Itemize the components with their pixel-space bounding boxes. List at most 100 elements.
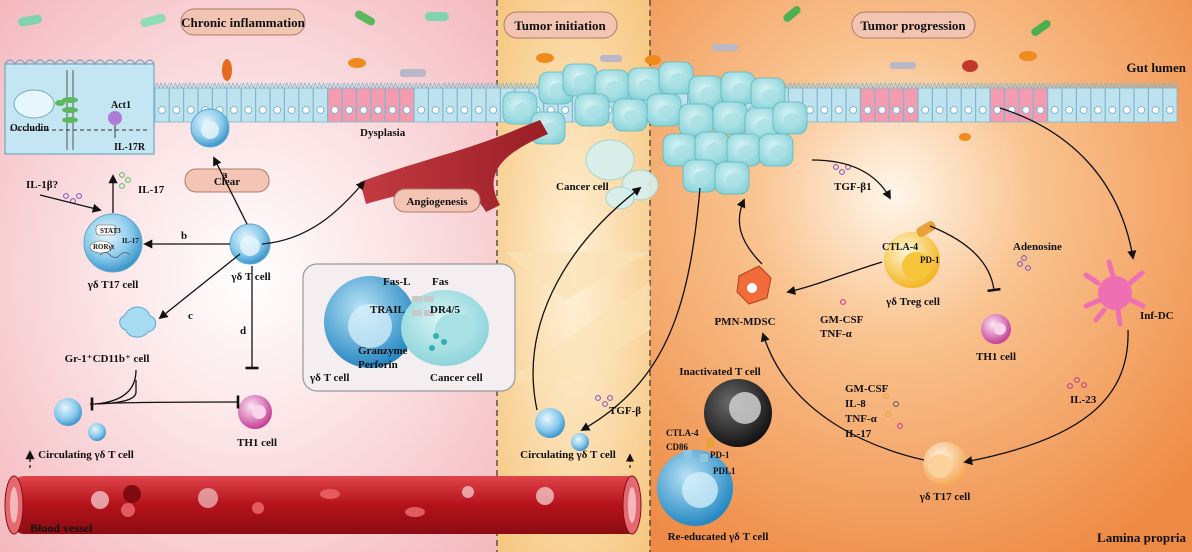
epithelial-cell xyxy=(903,81,919,123)
chronic-inflammation-title: Chronic inflammation xyxy=(181,15,305,30)
epithelial-cell xyxy=(1004,81,1019,123)
epithelial-cell xyxy=(298,81,314,123)
adenosine-label: Adenosine xyxy=(1013,241,1062,253)
epithelial-cell xyxy=(1119,81,1135,123)
tumor-cell xyxy=(574,93,610,127)
gdt-left-label: γδ T cell xyxy=(230,271,270,283)
epithelial-cell xyxy=(1061,81,1077,123)
angiogenesis-label: Angiogenesis xyxy=(406,196,468,208)
tgfb-mid-label: TGF-β xyxy=(609,405,641,417)
cytokine-3: TNF-α xyxy=(845,413,878,425)
il17r-label: IL-17R xyxy=(114,142,146,153)
fas-l-label: Fas-L xyxy=(383,276,411,288)
tumor-cell xyxy=(694,131,730,165)
th1-right-label: TH1 cell xyxy=(976,351,1016,363)
left-arrows xyxy=(25,156,366,468)
epithelial-cell xyxy=(1090,81,1106,123)
inactivated-label: Inactivated T cell xyxy=(679,366,760,378)
epithelial-cell xyxy=(284,81,300,123)
tumor-cell xyxy=(688,75,724,109)
tumor-cell xyxy=(714,161,750,195)
epithelial-cell xyxy=(845,81,861,123)
granzyme-label: Granzyme xyxy=(358,345,408,357)
pd1-label: PD-1 xyxy=(920,255,940,265)
letter-b: b xyxy=(181,230,187,242)
epithelial-cell xyxy=(226,81,242,123)
epithelial-cell xyxy=(471,81,487,123)
gdt17-right-label: γδ T17 cell xyxy=(919,491,971,503)
rorgt-label: RORγt xyxy=(93,243,115,251)
epithelial-cell xyxy=(312,81,328,123)
epithelial-cell xyxy=(1148,81,1163,123)
epithelial-cell xyxy=(889,81,904,123)
killing-gdt-label: γδ T cell xyxy=(309,372,349,384)
epithelial-cell xyxy=(168,81,184,123)
epithelial-cell xyxy=(874,81,890,123)
mdsc-label: PMN-MDSC xyxy=(714,316,775,328)
epithelial-cell xyxy=(384,81,400,123)
cd86-label: CD86 xyxy=(666,442,688,452)
epithelial-cell xyxy=(485,81,501,123)
epithelial-cell xyxy=(255,81,271,123)
epithelial-cell xyxy=(456,81,472,123)
tumor-cell xyxy=(682,159,718,193)
blood-vessel-label: Blood vessel xyxy=(30,521,93,535)
epithelial-cell xyxy=(946,81,962,123)
epithelial-cell xyxy=(1018,81,1034,123)
tumor-cell xyxy=(678,103,714,137)
epithelial-cell xyxy=(154,81,170,123)
epithelial-cell xyxy=(269,81,285,123)
epithelial-cell xyxy=(1033,81,1048,123)
epithelial-cell xyxy=(356,81,372,123)
tumor-cell xyxy=(662,133,698,167)
cancer-mid-label: Cancer cell xyxy=(556,181,609,193)
il1b-label: IL-1β? xyxy=(26,179,58,191)
epithelial-cell xyxy=(370,81,386,123)
treg-label: γδ Treg cell xyxy=(885,296,940,308)
epithelial-cell xyxy=(975,81,991,123)
lamina-propria-label: Lamina propria xyxy=(1097,530,1186,545)
left-panel-cells xyxy=(54,108,481,441)
tumor-cell xyxy=(502,91,538,125)
letter-a: a xyxy=(222,169,228,181)
epithelial-cell xyxy=(817,81,832,123)
epithelial-cell xyxy=(442,81,458,123)
infdc-label: Inf-DC xyxy=(1140,310,1174,322)
labels: Chronic inflammation Tumor initiation Tu… xyxy=(26,8,1187,545)
tumor-cell-mass xyxy=(502,61,808,195)
circ-left-label: Circulating γδ T cell xyxy=(38,449,134,461)
epithelial-cell xyxy=(1076,81,1091,123)
letter-c: c xyxy=(188,310,193,322)
epithelial-cell xyxy=(1162,81,1178,123)
occludin-label: Occludin xyxy=(10,123,49,134)
killing-mechanism-box: Fas-L Fas TRAIL DR4/5 Granzyme Perforin … xyxy=(302,252,650,392)
cytokine-4: IL-17 xyxy=(845,428,872,440)
cytokine-1: GM-CSF xyxy=(845,383,889,395)
epithelial-cell xyxy=(1105,81,1120,123)
perforin-label: Perforin xyxy=(358,359,398,371)
letter-d: d xyxy=(240,325,246,337)
tumor-cell xyxy=(750,77,786,111)
middle-panel xyxy=(532,139,701,468)
epithelial-cell xyxy=(831,81,847,123)
clear-label: Clear xyxy=(214,176,240,188)
right-panel xyxy=(657,107,1146,526)
tumor-cell xyxy=(712,101,748,135)
reeducated-label: Re-educated γδ T cell xyxy=(668,531,769,543)
gdt17-left-label: γδ T17 cell xyxy=(87,279,139,291)
stat3-label: STAT3 xyxy=(100,227,121,235)
epithelial-cell xyxy=(413,81,429,123)
tumor-cell xyxy=(758,133,794,167)
act1-label: Act1 xyxy=(111,100,131,111)
epithelial-cell xyxy=(1047,81,1063,123)
gut-lumen-label: Gut lumen xyxy=(1126,60,1186,75)
tumor-cell xyxy=(658,61,694,95)
epithelial-cell xyxy=(341,81,357,123)
gr1-label: Gr-1⁺CD11b⁺ cell xyxy=(65,353,150,365)
il17-small-label: IL-17 xyxy=(122,237,139,245)
epithelial-cell xyxy=(917,81,933,123)
killing-cancer-label: Cancer cell xyxy=(430,372,483,384)
tumor-progression-title: Tumor progression xyxy=(860,18,966,33)
epithelial-cell xyxy=(961,81,976,123)
